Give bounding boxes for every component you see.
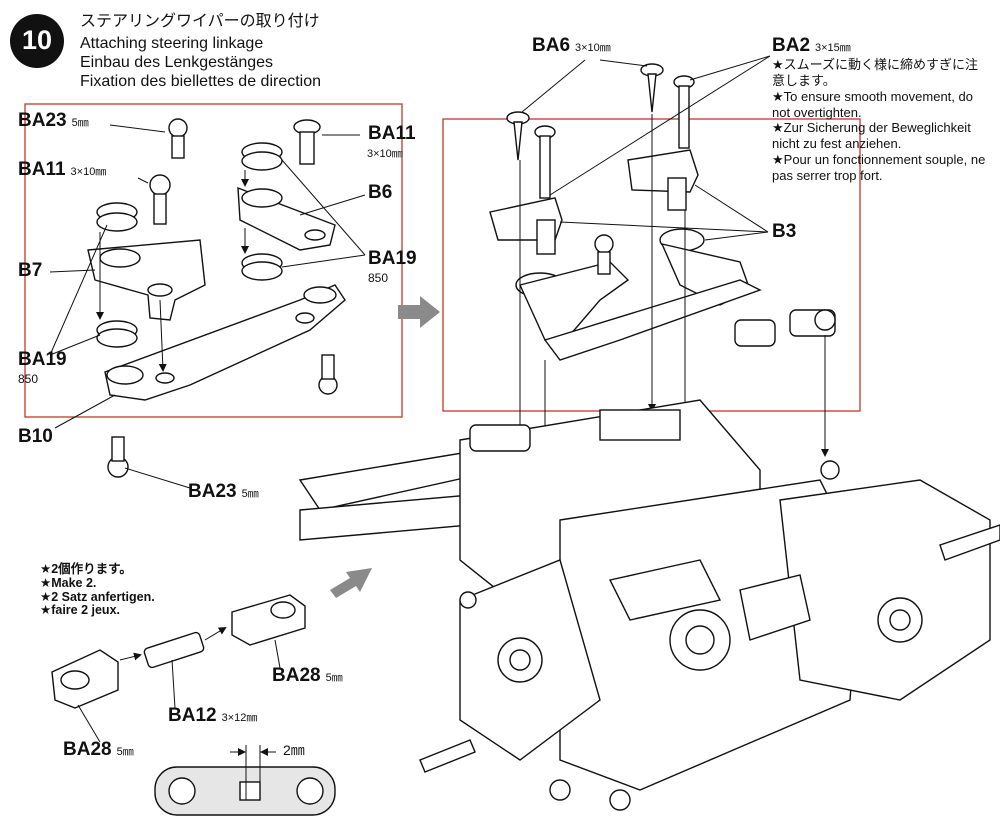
part-code: BA11 — [18, 159, 66, 180]
step-title-ja: ステアリングワイパーの取り付け — [80, 13, 320, 30]
part-code: BA23 — [18, 110, 67, 131]
step-number: 10 — [21, 25, 53, 55]
label-ba11-left: BA11 3×10㎜ — [18, 159, 107, 181]
label-gap: 2㎜ — [283, 742, 305, 758]
label-ba19-left: BA19 — [18, 349, 67, 370]
caution-ja: ★スムーズに動く様に締めすぎに注意します。 — [772, 57, 979, 88]
part-size: 3×10㎜ — [575, 42, 611, 54]
left-callout-box — [24, 103, 403, 418]
part-code: BA12 — [168, 705, 217, 726]
label-ba19-right: BA19 — [368, 248, 417, 269]
part-code: BA2 — [772, 35, 811, 56]
left-exploded-parts — [87, 118, 346, 478]
part-size: 3×10㎜ — [70, 166, 107, 178]
label-ba19-right-size: 850 — [368, 271, 389, 285]
part-size: 3×12㎜ — [221, 712, 258, 724]
part-code: BA28 — [272, 665, 321, 686]
label-ba11-right: BA11 — [368, 123, 416, 145]
caution-en: ★To ensure smooth movement, do not overt… — [772, 88, 973, 120]
label-b3: B3 — [772, 221, 797, 242]
make-two-note: ★2個作ります。 ★Make 2. ★2 Satz anfertigen. ★f… — [40, 562, 155, 618]
label-b7: B7 — [18, 260, 43, 281]
rod-assembly-parts — [51, 594, 336, 816]
make-two-ja: ★2個作ります。 — [40, 562, 132, 576]
part-code: BA23 — [188, 481, 237, 502]
part-size: 5㎜ — [241, 488, 259, 500]
rod-leader-lines — [77, 626, 281, 800]
label-b6: B6 — [368, 182, 393, 203]
part-size: 5㎜ — [71, 117, 89, 129]
make-two-de: ★2 Satz anfertigen. — [40, 589, 155, 604]
label-ba23-bottom: BA23 5㎜ — [188, 481, 259, 503]
part-size: 5㎜ — [325, 672, 343, 684]
caution-de: ★Zur Sicherung der Beweglichkeit nicht z… — [772, 120, 971, 152]
label-ba11-right-size: 3×10㎜ — [367, 148, 403, 160]
caution-note: ★スムーズに動く様に締めすぎに注意します。 ★To ensure smooth … — [772, 57, 987, 184]
part-code: BA11 — [368, 123, 416, 144]
label-ba19-left-size: 850 — [18, 372, 39, 386]
label-ba2: BA2 3×15㎜ — [772, 35, 851, 57]
step-title-de: Einbau des Lenkgestänges — [80, 54, 274, 71]
make-two-fr: ★faire 2 jeux. — [40, 603, 120, 618]
direction-arrow-icon-2 — [330, 568, 372, 598]
label-b10: B10 — [18, 426, 53, 447]
step-number-badge — [10, 14, 64, 68]
step-title-fr: Fixation des biellettes de direction — [80, 73, 322, 90]
right-leader-lines — [516, 55, 829, 502]
part-code: BA28 — [63, 739, 112, 760]
make-two-en: ★Make 2. — [40, 575, 97, 590]
part-size: 3×15㎜ — [815, 42, 851, 54]
part-code: BA6 — [532, 35, 571, 56]
left-leader-lines — [49, 124, 366, 489]
caution-fr: ★Pour un fonctionnement souple, ne pas s… — [772, 152, 986, 184]
label-ba6: BA6 3×10㎜ — [532, 35, 611, 57]
label-ba28-left: BA28 5㎜ — [63, 739, 134, 761]
label-ba12: BA12 3×12㎜ — [168, 705, 258, 727]
label-ba23-top: BA23 5㎜ — [18, 110, 89, 132]
part-size: 5㎜ — [116, 746, 134, 758]
step-title-en: Attaching steering linkage — [80, 35, 264, 52]
chassis-illustration — [298, 399, 1000, 811]
direction-arrow-icon — [398, 296, 440, 328]
label-ba28-right: BA28 5㎜ — [272, 665, 343, 687]
